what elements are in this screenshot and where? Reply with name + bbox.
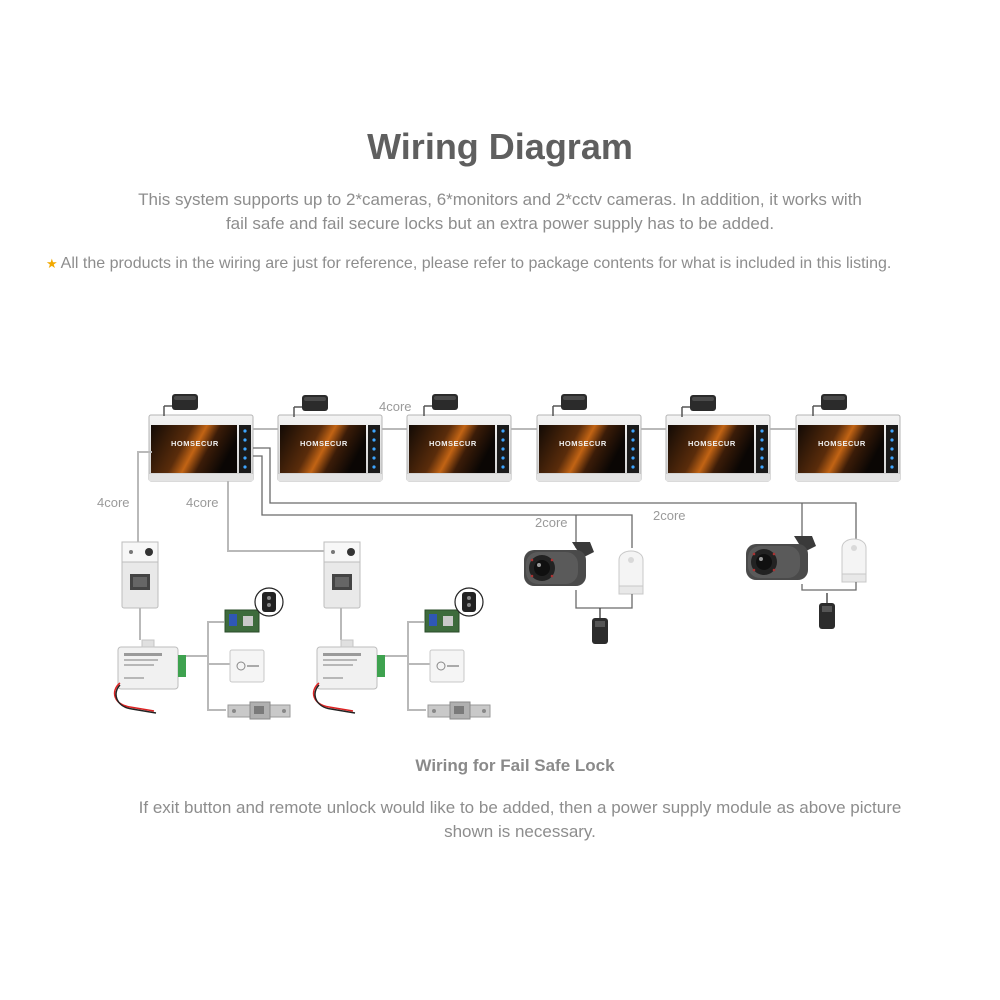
wire-label-4core-left: 4core [97,495,130,510]
power-adapter-icon [681,394,717,418]
caption-line-1: If exit button and remote unlock would l… [138,798,902,817]
wiring-diagram: HOMSECUR HOMSECUR HOMSECUR HOMSECUR HOMS… [97,393,901,720]
alarm-module-1 [591,607,609,645]
intro-text: This system supports up to 2*cameras, 6*… [110,188,890,236]
cctv-camera-2 [746,536,816,580]
power-supply-module-1 [113,639,187,714]
door-station-2 [323,541,361,609]
remote-2-wire [385,621,424,657]
monitor-5: HOMSECUR [665,414,771,482]
motion-sensor-2 [841,538,867,583]
motion-sensor-1 [618,550,644,595]
intro-line-2: fail safe and fail secure locks but an e… [225,214,775,233]
power-adapter-icon [552,393,588,417]
exit-button-1 [229,649,265,683]
reference-note: ★All the products in the wiring are just… [46,255,976,273]
camera-1-dvr-wire [575,590,633,609]
wire-label-4core-top: 4core [379,399,412,414]
door-station-1 [121,541,159,609]
monitor-4: HOMSECUR [536,414,642,482]
intro-line-1: This system supports up to 2*cameras, 6*… [138,190,862,209]
monitor-6: HOMSECUR [795,414,901,482]
exit-button-2 [429,649,465,683]
note-text: All the products in the wiring are just … [60,255,892,272]
caption-line-2: shown is necessary. [444,822,596,841]
strike-1-wire [207,656,226,711]
monitor-brand-label: HOMSECUR [559,439,607,448]
cctv-camera-1 [524,542,594,586]
power-supply-module-2 [312,639,386,714]
electric-strike-lock-2 [427,701,491,720]
diagram-caption-title: Wiring for Fail Safe Lock [415,756,615,775]
monitor-3: HOMSECUR [406,414,512,482]
page-title: Wiring Diagram [367,126,633,167]
power-adapter-icon [293,394,329,418]
wire-label-2core-b: 2core [653,508,686,523]
monitor-1: HOMSECUR [148,414,254,482]
monitor-brand-label: HOMSECUR [818,439,866,448]
monitor-brand-label: HOMSECUR [300,439,348,448]
diagram-caption-text: If exit button and remote unlock would l… [110,796,930,844]
wire-label-4core-mid: 4core [186,495,219,510]
door-station-2-wire [227,481,324,552]
camera-2-wire-outer [253,447,857,540]
remote-1-wire [186,621,224,657]
electric-strike-lock-1 [227,701,291,720]
alarm-module-2 [818,592,836,630]
monitor-brand-label: HOMSECUR [171,439,219,448]
wire-label-2core-a: 2core [535,515,568,530]
power-adapter-icon [163,393,199,417]
monitor-2: HOMSECUR [277,414,383,482]
door-station-1-wire [137,451,152,542]
camera-1-wire-outer [253,455,633,548]
star-icon: ★ [46,256,58,271]
strike-2-wire [407,656,426,711]
power-adapter-icon [423,393,459,417]
remote-receiver-2 [424,587,484,633]
camera-2-dvr-wire [801,582,857,591]
power-adapter-icon [812,393,848,417]
remote-receiver-1 [224,587,284,633]
monitor-brand-label: HOMSECUR [688,439,736,448]
monitor-brand-label: HOMSECUR [429,439,477,448]
